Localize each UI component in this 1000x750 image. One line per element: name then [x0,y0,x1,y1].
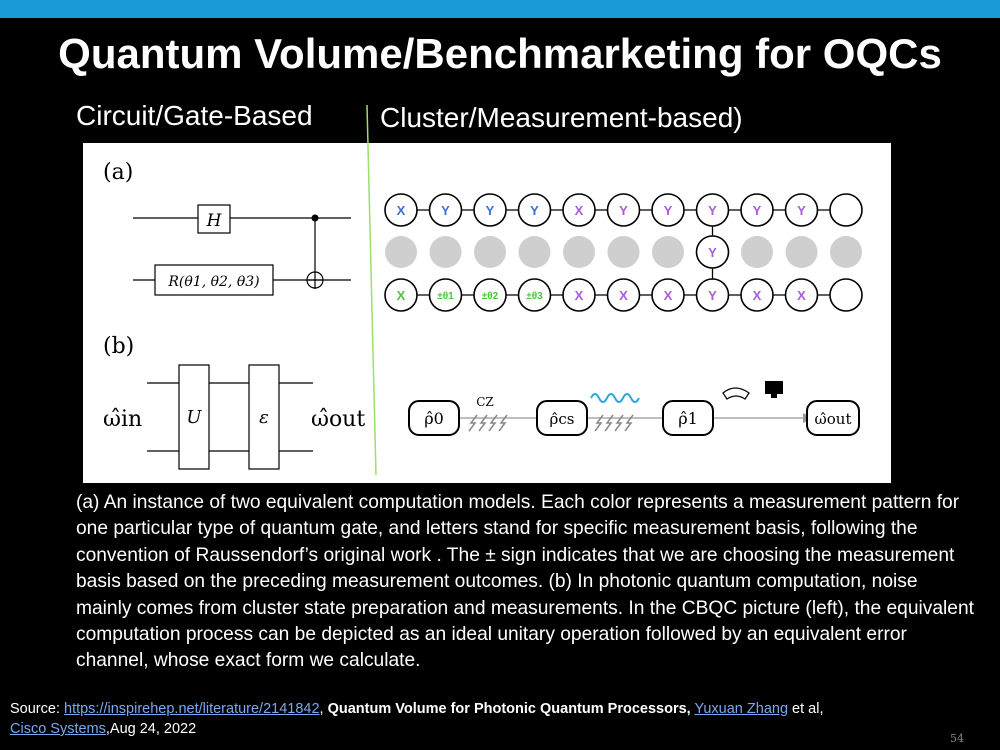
u-gate-box [178,364,210,470]
figure-caption: (a) An instance of two equivalent comput… [76,492,974,672]
cluster-node-bottom-label: X [619,288,628,303]
cluster-node-bottom-label: X [664,288,673,303]
cluster-node-bottom-label: X [397,288,406,303]
cluster-node-top-label: Y [753,203,762,218]
rho0-box [408,400,460,436]
slide-title: Quantum Volume/Benchmarketing for OQCs [58,30,942,77]
cluster-node-top-label: Y [619,203,628,218]
cluster-node-top [651,193,685,227]
omegaout-box [806,400,860,436]
noise-pipeline: ρ̂0 CZ ρ̂cs ρ̂1 ω̂out [408,381,860,436]
subtitle-measurement-based: Cluster/Measurement-based) [380,102,743,133]
author-link[interactable]: Yuxuan Zhang [694,701,789,717]
cluster-node-top [784,193,819,227]
org-link[interactable]: Cisco Systems [10,721,106,737]
top-accent-bar [0,0,1000,18]
cluster-node-top [562,193,596,227]
monitor-icon [765,381,783,394]
cluster-node-gray [785,236,818,268]
cluster-node-top [428,193,463,227]
cluster-node-bottom [606,278,641,312]
cluster-state-graph: X Y Y Y X Y Y Y Y Y Y X ±θ1 ±θ2 ±θ3 X X X Y X X [384,193,863,312]
u-gate-label: U [186,407,202,428]
cluster-node-top-label: Y [797,203,806,218]
cluster-node-bottom [428,278,463,312]
r-gate-label: R(θ1, θ2, θ3) [167,274,259,290]
cluster-node-bottom-label: ±θ1 [437,291,454,302]
cluster-node-bottom-label: X [797,288,806,303]
h-gate-box [197,204,231,234]
error-channel-label: ε [259,407,269,428]
cluster-node-bottom-label: ±θ2 [482,291,499,302]
cluster-node-top [695,193,730,227]
cluster-node-top-label: Y [664,203,673,218]
omega-in-label: ω̂in [103,407,142,432]
cluster-node-gray [518,236,551,268]
cluster-node-top [384,193,418,227]
cluster-node-bottom-label: ±θ3 [526,291,543,302]
noise-bolt-icon [468,414,508,432]
figure-panel: (a) H R(θ1, θ2, θ3) (b) U ε ω̂in ω̂out X… [83,143,891,483]
cluster-node-gray [830,236,862,268]
cluster-node-bottom [740,278,774,312]
source-citation: Source: https://inspirehep.net/literatur… [10,701,824,737]
cluster-node-top-label: Y [441,203,450,218]
figure-label-b: (b) [103,334,134,359]
cluster-node-bottom [829,278,863,312]
cz-label: CZ [476,395,494,409]
cluster-node-gray [385,236,417,268]
cluster-node-bottom [473,278,507,312]
rho1-label: ρ̂1 [678,409,698,428]
rhocs-box [536,400,588,436]
cluster-node-bottom [784,278,819,312]
omegaout-pipeline-label: ω̂out [815,410,852,428]
section-divider [366,105,377,475]
cluster-node-bottom [517,278,552,312]
cluster-node-gray [741,236,773,268]
rho1-box [662,400,714,436]
source-link[interactable]: https://inspirehep.net/literature/214184… [64,701,320,717]
cluster-node-bottom-label: X [575,288,584,303]
cluster-node-top [517,193,552,227]
cluster-node-top-label: Y [486,203,495,218]
cluster-node-top-label: Y [708,203,717,218]
noise-bolt-icon-2 [594,414,634,432]
rho0-label: ρ̂0 [424,409,444,428]
cluster-node-bottom [562,278,596,312]
cnot-control-dot [311,214,319,222]
cluster-node-top [829,193,863,227]
cluster-node-top-label: Y [530,203,539,218]
subtitle-circuit-based: Circuit/Gate-Based [76,100,313,131]
cluster-node-top [606,193,641,227]
cluster-node-bottom [695,278,730,312]
cluster-node-gray [474,236,506,268]
cluster-node-top-label: X [575,203,584,218]
omega-out-label: ω̂out [311,407,365,432]
cluster-node-top-label: X [397,203,406,218]
page-number: 54 [950,732,964,745]
figure-svg: (a) H R(θ1, θ2, θ3) (b) U ε ω̂in ω̂out X… [103,160,863,470]
figure-label-a: (a) [103,160,133,185]
cluster-node-gray [563,236,595,268]
detector-icon [722,387,750,400]
cluster-node-top [740,193,774,227]
r-gate-box [154,264,274,296]
cluster-node-middle-label: Y [708,245,717,260]
rhocs-label: ρ̂cs [550,410,575,428]
cluster-node-gray [607,236,640,268]
paper-title: Quantum Volume for Photonic Quantum Proc… [327,701,691,717]
cluster-node-bottom-label: Y [708,288,717,303]
cluster-node-gray [652,236,684,268]
cluster-node-middle [695,235,730,269]
cluster-node-bottom-label: X [753,288,762,303]
cluster-node-gray [429,236,462,268]
cluster-node-bottom [651,278,685,312]
cluster-node-bottom [384,278,418,312]
photon-wave-icon [590,393,640,403]
cluster-node-top [473,193,507,227]
error-channel-box [248,364,280,470]
h-gate-label: H [206,211,223,231]
